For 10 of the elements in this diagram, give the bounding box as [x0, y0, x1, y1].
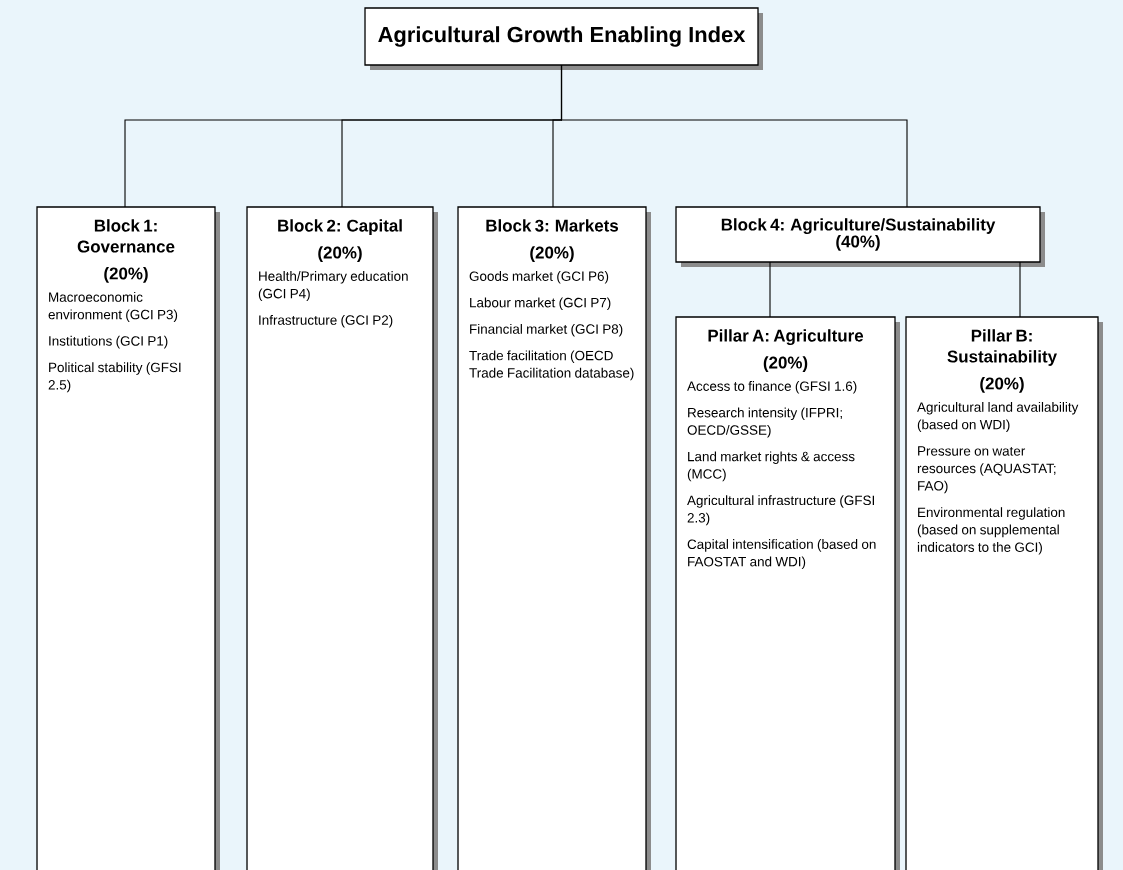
connector-line [1019, 261, 1021, 318]
column-box: Block 2: Capital (20%) Health/Primary education (GCI P4) Infrastructure (GCI P2) [246, 206, 438, 870]
column-box: Block 3: Markets (20%) Goods market (GCI P6) Labour market (GCI P7) Financial market (GCI P8) Trade facilitation (OECD Trade Facilitation database) [457, 206, 651, 870]
block-box: Block 4: Agriculture/Sustainability (40%) [675, 206, 1045, 267]
connector-line [560, 64, 908, 208]
column-box: Pillar A: Agriculture (20%) Access to finance (GFSI 1.6) Research intensity (IFPRI; OECD/GSSE) Land market rights & access (MCC) Agricultural infrastructure (GFSI 2.3) Capital intensification (based on FAOSTAT and WDI) [675, 316, 900, 870]
connector-line [769, 261, 771, 318]
column-box: Pillar B: Sustainability (20%) Agricultural land availability (based on WDI) Pressure on water resources (AQUASTAT; FAO) Environmental regulation (based on supplemental indicators to the GCI) [905, 316, 1103, 870]
title-box: Agricultural Growth Enabling Index [364, 7, 763, 70]
column-box: Block 1: Governance (20%) Macroeconomic environment (GCI P3) Institutions (GCI P1) Political stability (GFSI 2.5) [36, 206, 220, 870]
